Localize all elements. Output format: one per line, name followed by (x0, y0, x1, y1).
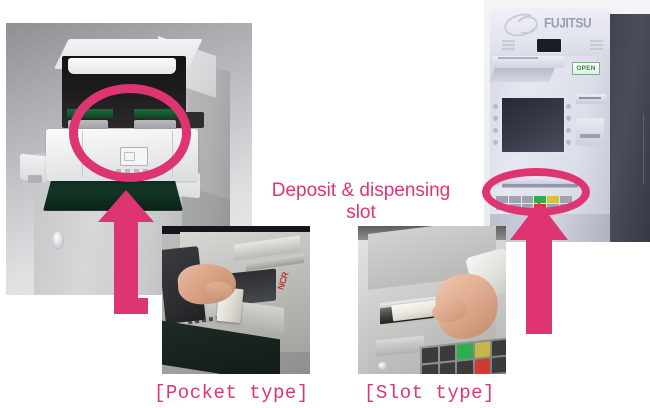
main-callout-label-line2: slot (346, 202, 376, 223)
main-callout-label: Deposit & dispensing slot (248, 180, 474, 224)
camera-window (536, 38, 562, 53)
ledge-shadow (489, 68, 555, 82)
softkey-right-4[interactable] (566, 140, 571, 145)
keypad-key-cancel (474, 358, 491, 374)
keypad-key (492, 356, 506, 374)
softkey-right-2[interactable] (566, 116, 571, 121)
atm-screen[interactable] (500, 96, 566, 154)
vent-right-icon (590, 40, 603, 52)
status-badge: OPEN (572, 62, 600, 75)
callout-arrow-pocket (96, 188, 156, 314)
inset-knob-icon (378, 362, 388, 370)
keypad-key (422, 346, 438, 364)
softkey-left-4[interactable] (493, 140, 498, 145)
keypad-key (439, 362, 456, 374)
caption-pocket-type: [Pocket type] (154, 382, 309, 404)
highlight-ellipse-pocket (69, 84, 191, 182)
atm-top-ledge (492, 56, 564, 68)
main-callout-label-line1: Deposit & dispensing (271, 180, 451, 201)
vent-left-icon (502, 40, 515, 52)
cavity-lip (68, 58, 176, 74)
card-reader-slot[interactable] (576, 94, 606, 104)
keypad-key (422, 363, 438, 374)
softkey-left-1[interactable] (493, 104, 498, 109)
callout-arrow-slot (508, 200, 570, 334)
caption-slot-type: [Slot type] (364, 382, 495, 404)
side-panel-seam (643, 114, 644, 184)
cabinet-lock-icon (52, 231, 64, 249)
softkey-left-3[interactable] (493, 128, 498, 133)
keypad-key-confirm (457, 343, 473, 360)
keypad-key (457, 360, 473, 374)
softkey-right-1[interactable] (566, 104, 571, 109)
softkey-left-2[interactable] (493, 116, 498, 121)
pocket-type-inset-photo: NCR (162, 226, 310, 374)
atm-side-panel (604, 14, 650, 242)
fujitsu-wordmark: FUJITSU (544, 14, 592, 32)
slot-type-inset-photo (358, 226, 506, 374)
shelf-knob-icon (28, 175, 42, 183)
keypad-key-correct (474, 341, 491, 358)
softkey-right-3[interactable] (566, 128, 571, 133)
inset-top-shadow (162, 226, 310, 234)
receipt-printer-slot[interactable] (576, 118, 604, 146)
keypad-key (492, 339, 506, 357)
keypad-key (439, 345, 456, 362)
ledge-slot (498, 57, 538, 59)
atm-head-unit: FUJITSU (490, 8, 610, 56)
